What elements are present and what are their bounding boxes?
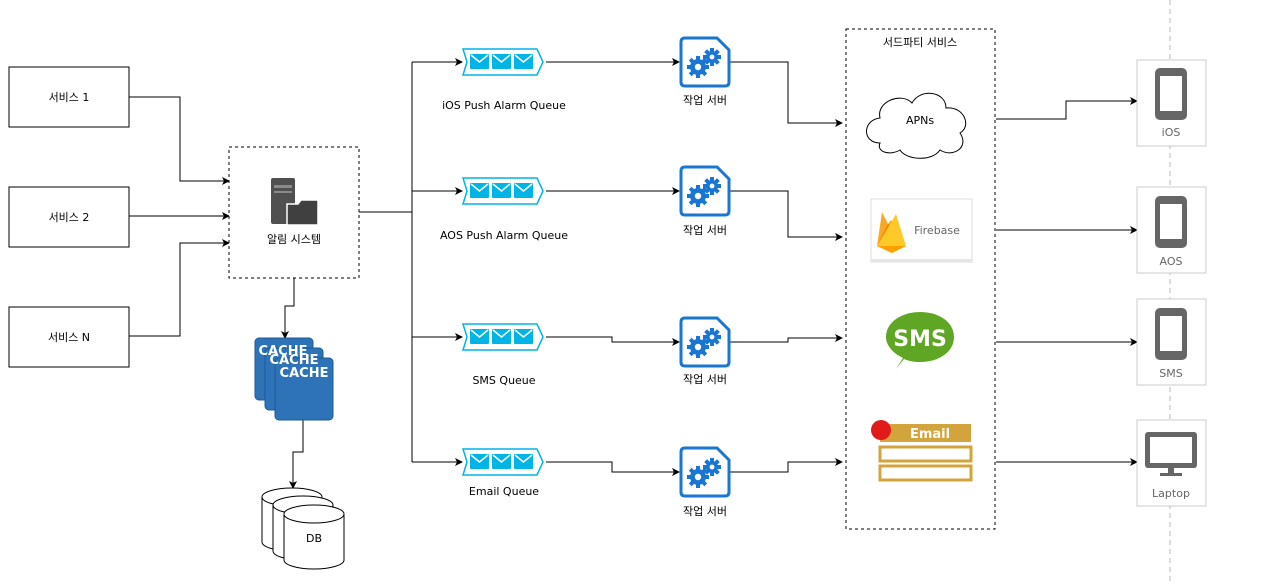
apns-cloud-icon: APNs [866,93,967,159]
phone-icon [1155,196,1187,248]
server-icon [271,178,319,226]
device-label: iOS [1162,126,1181,139]
queue-label: iOS Push Alarm Queue [442,99,566,112]
device-label: AOS [1160,255,1183,268]
worker-label: 작업 서버 [683,94,727,107]
cache-label: CACHE [259,344,308,359]
queue-label: SMS Queue [472,374,535,387]
queue-icon [461,177,544,205]
notification-system-label: 알림 시스템 [267,232,321,246]
device-laptop: Laptop [1136,419,1207,507]
device-ios: iOS [1136,59,1207,147]
phone-icon [1155,308,1187,360]
service-label: 서비스 N [48,331,90,344]
flame-icon [877,212,906,253]
cache-icon: CACHE CACHE CACHE [254,337,334,421]
service-box: 서비스 N [8,306,130,368]
cache-label: CACHE [280,366,329,381]
worker-gear-icon [679,165,731,217]
worker-gear-icon [679,446,731,498]
worker-gear-icon [679,36,731,88]
worker-label: 작업 서버 [683,505,727,518]
email-label: Email [910,427,950,442]
device-label: SMS [1159,367,1182,380]
service-label: 서비스 1 [49,91,90,104]
device-sms: SMS [1136,298,1207,386]
db-label: DB [306,532,322,545]
phone-icon [1155,68,1187,120]
third-party-services: 서드파티 서비스 APNs Firebase SMS [845,28,996,530]
monitor-icon [1145,432,1197,476]
queue-icon [461,448,544,476]
database-icon: DB [261,487,345,570]
device-label: Laptop [1152,487,1190,500]
worker-label: 작업 서버 [683,373,727,386]
queue-label: AOS Push Alarm Queue [440,229,568,242]
device-aos: AOS [1136,186,1207,274]
queue-icon [461,323,544,351]
sms-bubble-icon: SMS [886,312,954,369]
edges [129,58,1138,489]
queue-label: Email Queue [469,485,539,498]
service-box: 서비스 2 [8,186,130,248]
worker-label: 작업 서버 [683,224,727,237]
queue-icon [461,48,544,76]
sms-label: SMS [893,327,947,352]
firebase-logo: Firebase [870,198,973,263]
cache-label: CACHE [270,353,319,368]
service-box: 서비스 1 [8,66,130,128]
email-icon: Email [871,420,973,482]
apns-label: APNs [906,114,934,127]
third-party-title: 서드파티 서비스 [883,36,957,49]
notification-system: 알림 시스템 [228,146,360,279]
service-label: 서비스 2 [49,211,90,224]
firebase-label: Firebase [914,224,960,237]
worker-gear-icon [679,316,731,368]
